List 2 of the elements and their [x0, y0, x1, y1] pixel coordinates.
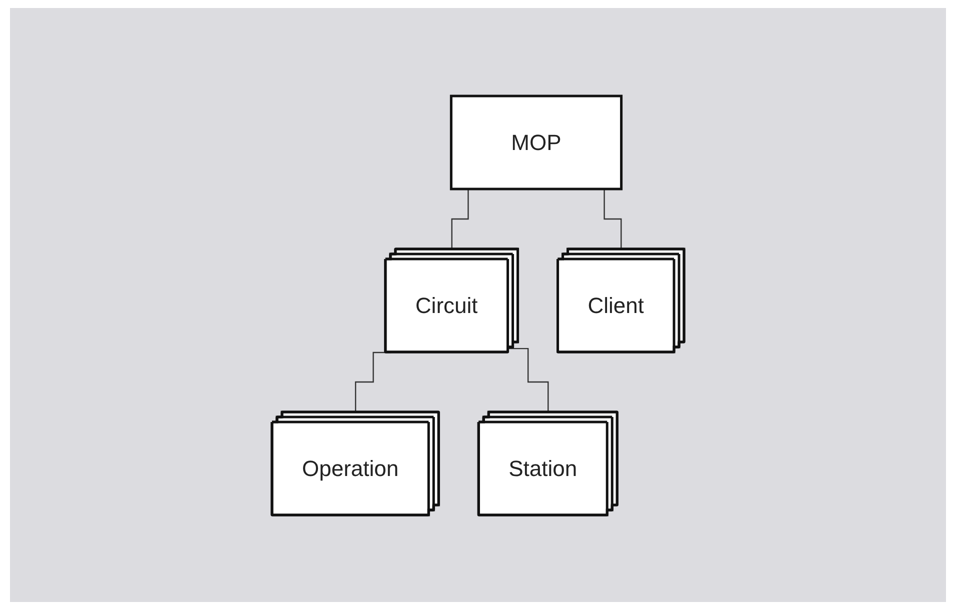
connector	[508, 347, 549, 413]
node-box: MOP	[450, 94, 623, 190]
